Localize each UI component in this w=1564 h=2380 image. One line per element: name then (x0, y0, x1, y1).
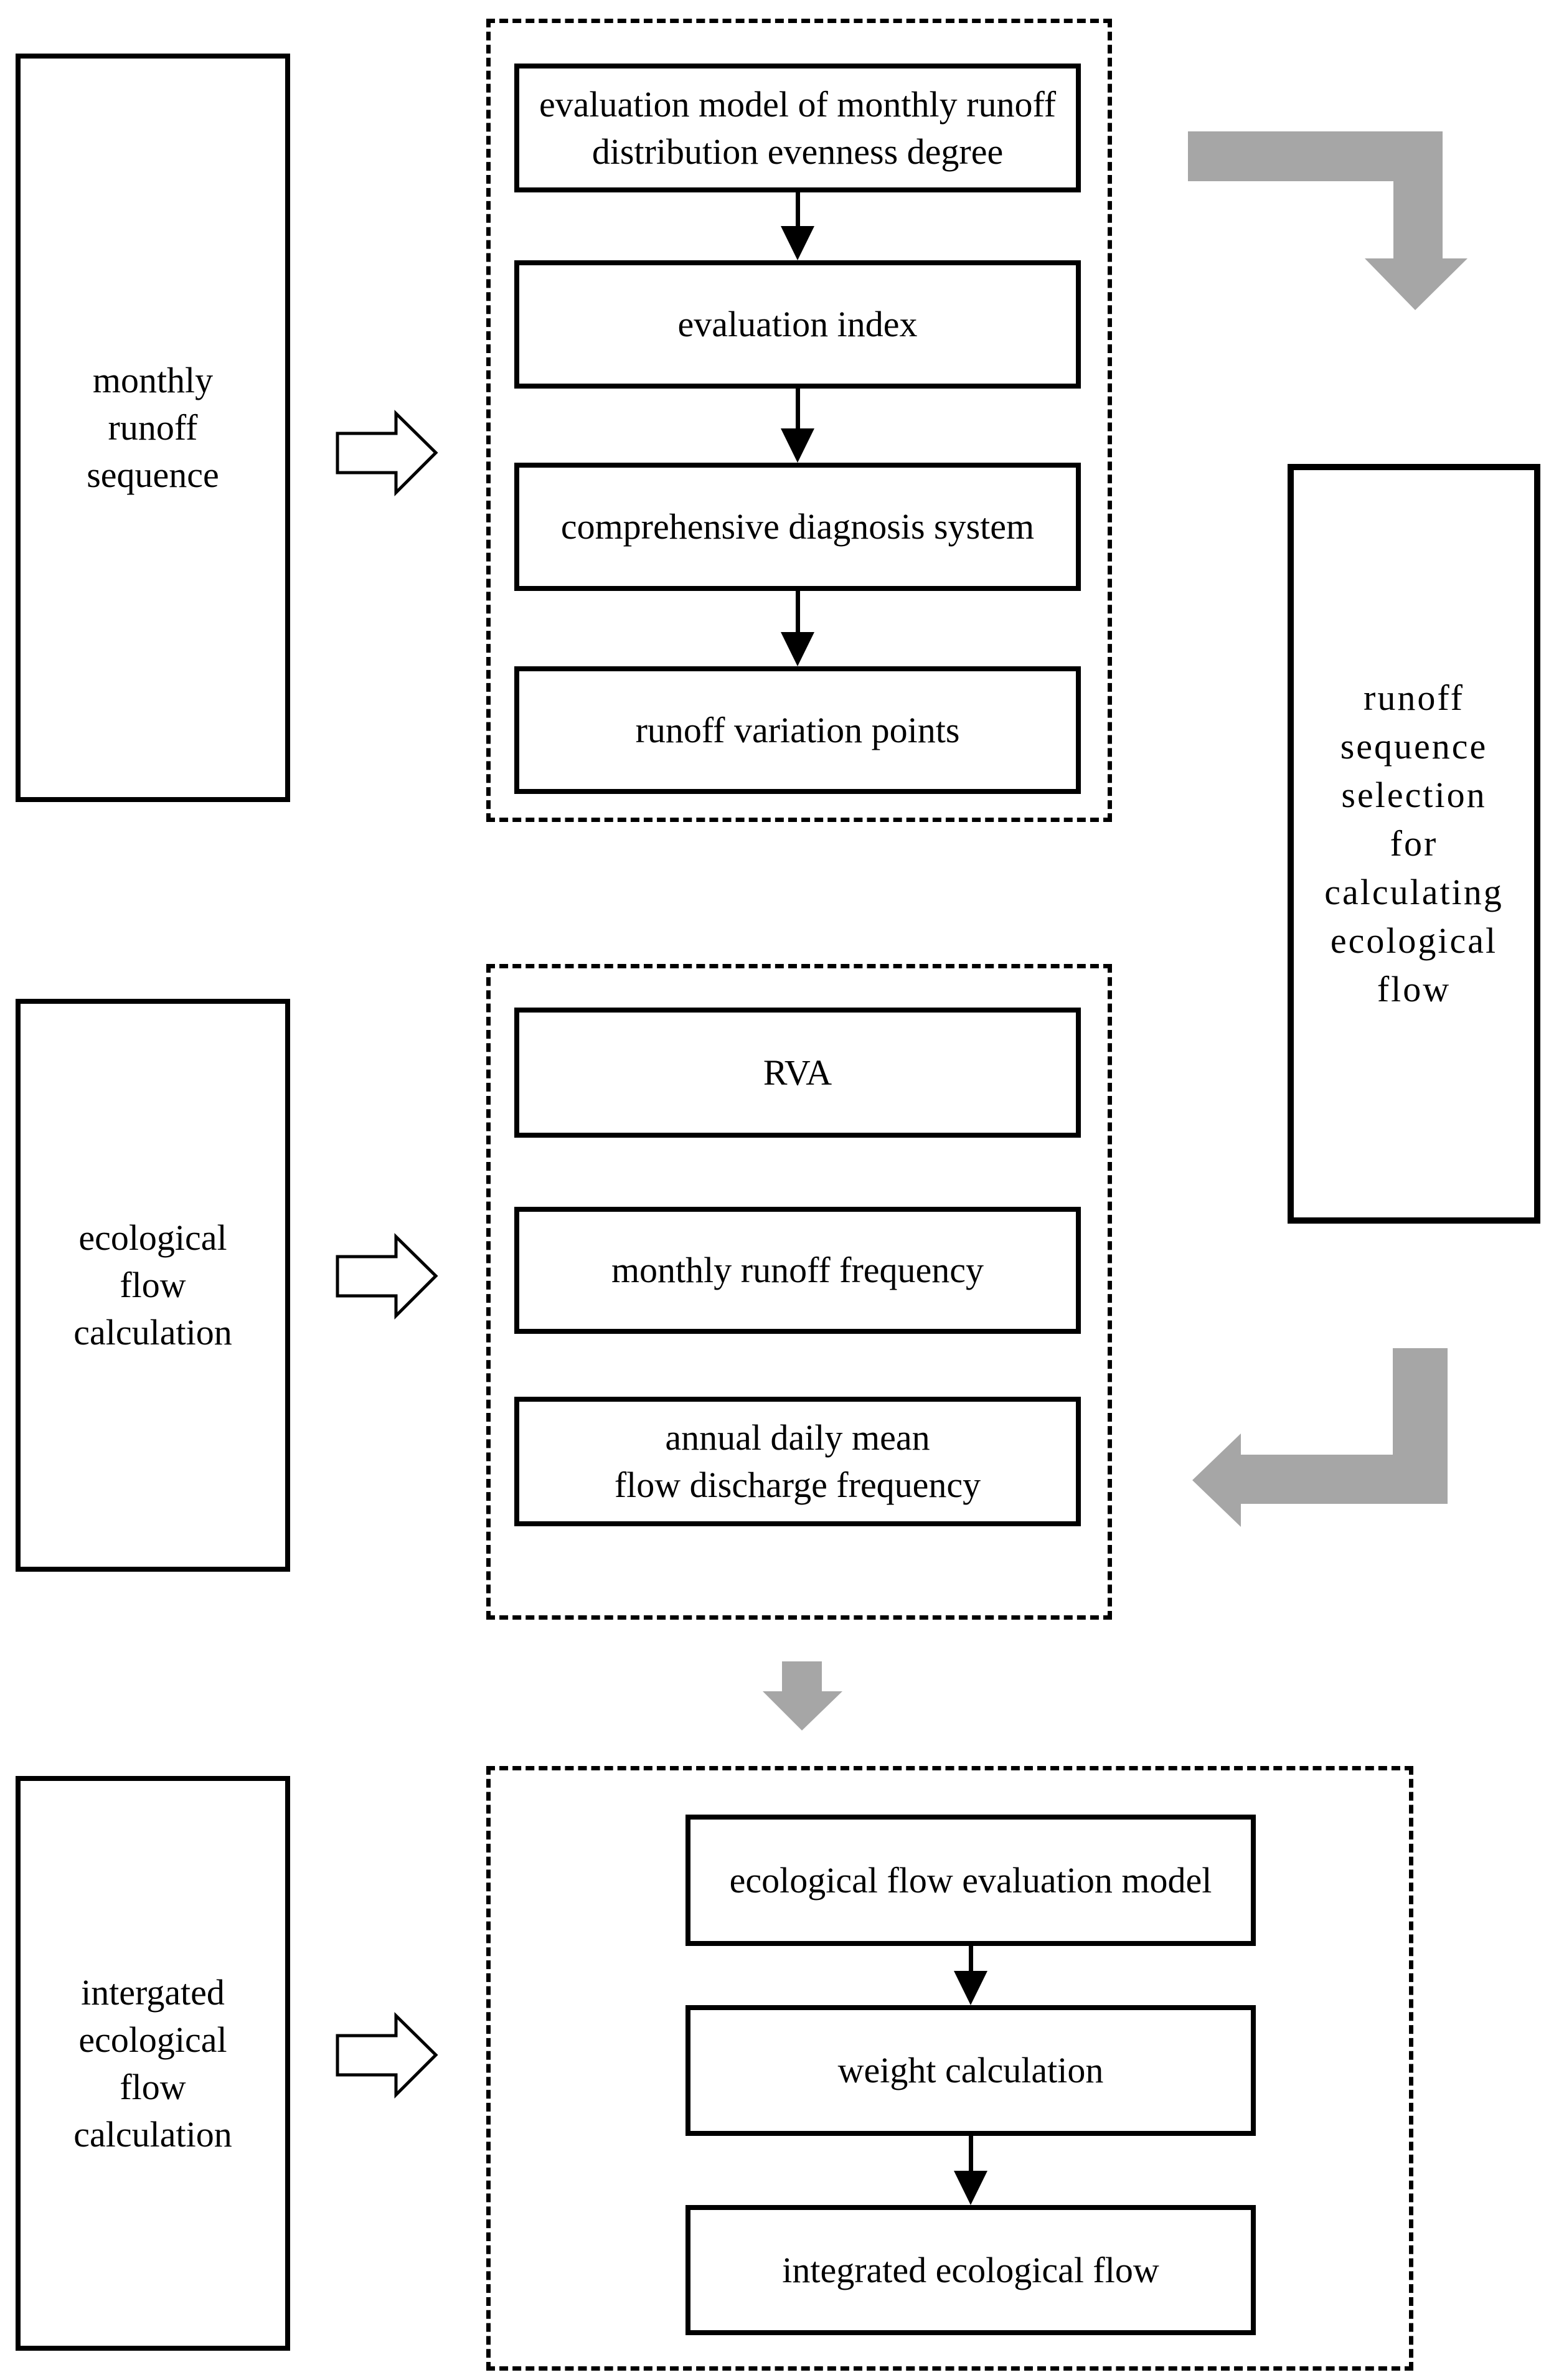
box-label-line: calculating (1324, 872, 1504, 912)
box-label-line: comprehensive diagnosis system (560, 506, 1035, 547)
dashed-group-ecological-flow-methods (486, 964, 1112, 1620)
box-label-line: flow discharge frequency (614, 1465, 981, 1505)
box-ecological-flow-evaluation-model: ecological flow evaluation model (685, 1815, 1256, 1946)
box-label-line: evaluation index (677, 304, 918, 344)
arrow-down-icon (781, 428, 814, 463)
gray-elbow-arrow-down-icon (1188, 131, 1467, 310)
box-intergated-ecological-flow-calculation: intergated ecological flow calculation (16, 1776, 290, 2351)
box-label-line: RVA (763, 1052, 832, 1093)
arrow-stem (795, 389, 800, 428)
box-runoff-variation-points: runoff variation points (514, 666, 1081, 794)
box-label-line: flow (120, 1265, 186, 1305)
box-annual-daily-mean-flow-discharge-frequency: annual daily mean flow discharge frequen… (514, 1397, 1081, 1526)
box-label-line: selection (1341, 775, 1487, 815)
box-label-line: ecological (1330, 920, 1498, 961)
dashed-group-runoff-variation-diagnosis (486, 19, 1112, 822)
arrow-evaluation-model-to-evaluation-index (781, 192, 814, 260)
box-label-line: runoff variation points (635, 709, 960, 750)
box-label-line: flow (1377, 969, 1451, 1009)
arrow-weight-calculation-to-integrated-flow (954, 2136, 987, 2205)
box-label-line: for (1390, 823, 1438, 864)
arrow-down-icon (781, 226, 814, 260)
box-label-line: ecological flow evaluation model (729, 1859, 1212, 1901)
arrow-stem (968, 2136, 973, 2171)
block-arrow-right-middle-icon (336, 1233, 438, 1320)
block-arrow-right-top-icon (336, 410, 438, 497)
box-rva: RVA (514, 1008, 1081, 1138)
box-evaluation-model: evaluation model of monthly runoff distr… (514, 64, 1081, 192)
box-label-line: distribution evenness degree (591, 131, 1004, 172)
box-label-line: weight calculation (837, 2050, 1104, 2090)
arrow-stem (795, 591, 800, 632)
arrow-stem (968, 1946, 973, 1971)
box-label-line: monthly (92, 360, 214, 400)
box-label-line: runoff (1364, 678, 1464, 718)
box-label-line: calculation (73, 1312, 232, 1353)
box-label-line: ecological (78, 1217, 227, 1258)
gray-elbow-arrow-left-icon (1192, 1348, 1448, 1527)
dashed-group-integrated-ecological-flow (486, 1766, 1413, 2371)
box-weight-calculation: weight calculation (685, 2005, 1256, 2136)
block-arrow-right-bottom-icon (336, 2012, 438, 2099)
box-label-line: ecological (78, 2019, 227, 2060)
arrow-stem (795, 192, 800, 226)
box-monthly-runoff-frequency: monthly runoff frequency (514, 1207, 1081, 1334)
gray-arrow-down-icon (763, 1661, 842, 1731)
box-integrated-ecological-flow: integrated ecological flow (685, 2205, 1256, 2335)
arrow-down-icon (781, 632, 814, 666)
arrow-evaluation-index-to-diagnosis-system (781, 389, 814, 463)
box-label-line: intergated (81, 1972, 225, 2013)
box-label-line: monthly runoff frequency (611, 1250, 984, 1290)
arrow-down-icon (954, 1971, 987, 2005)
box-evaluation-index: evaluation index (514, 260, 1081, 389)
arrow-diagnosis-system-to-variation-points (781, 591, 814, 666)
box-label-line: annual daily mean (665, 1417, 930, 1458)
box-label-line: runoff (108, 407, 198, 448)
box-label-line: flow (120, 2066, 186, 2107)
box-label-line: calculation (73, 2113, 232, 2155)
box-label-line: sequence (87, 455, 219, 495)
box-label-line: sequence (1340, 726, 1488, 767)
arrow-evaluation-model-to-weight-calculation (954, 1946, 987, 2005)
box-label-line: evaluation model of monthly runoff (539, 83, 1057, 125)
box-ecological-flow-calculation: ecological flow calculation (16, 999, 290, 1572)
box-label-line: integrated ecological flow (782, 2249, 1159, 2290)
box-comprehensive-diagnosis-system: comprehensive diagnosis system (514, 463, 1081, 591)
box-runoff-sequence-selection: runoff sequence selection for calculatin… (1288, 464, 1540, 1224)
arrow-down-icon (954, 2171, 987, 2205)
box-monthly-runoff-sequence: monthly runoff sequence (16, 54, 290, 802)
